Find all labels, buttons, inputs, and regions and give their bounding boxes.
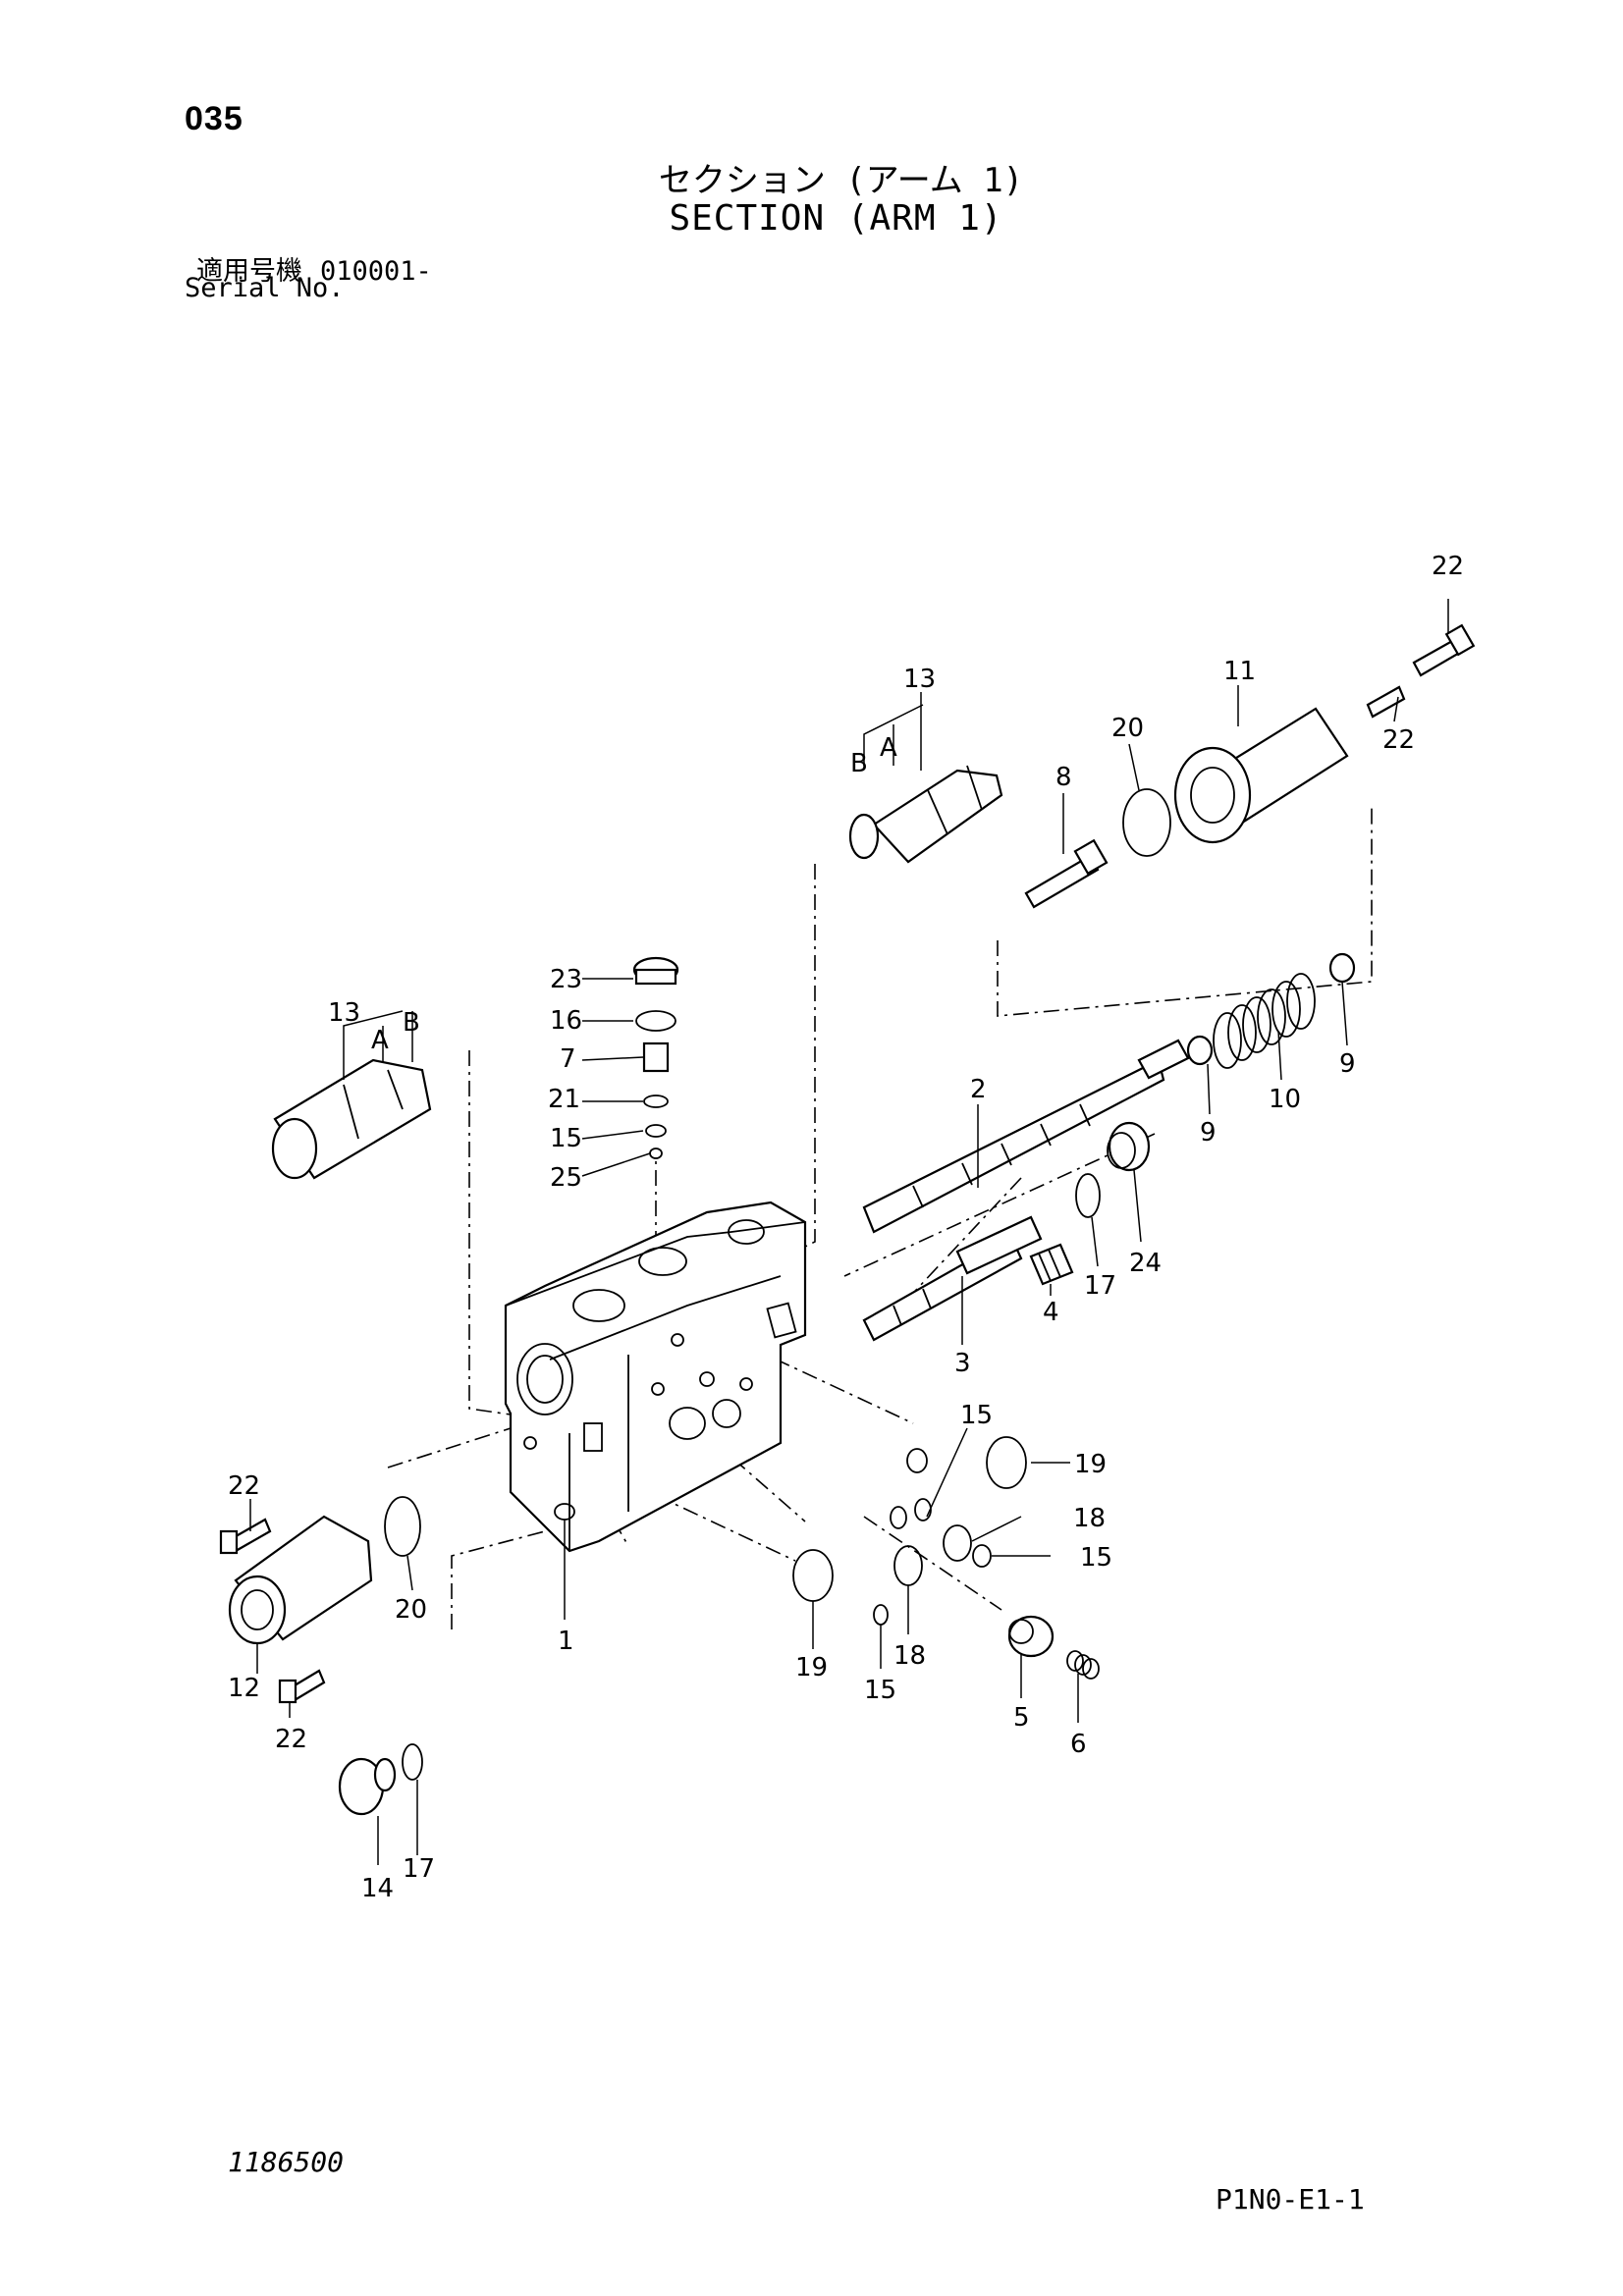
page-title-japanese: セクション (アーム 1) <box>658 161 1024 200</box>
drawing-number: 1186500 <box>228 2146 345 2178</box>
cap-part-12 <box>228 1515 373 1645</box>
poppet-part-5 <box>1007 1615 1055 1658</box>
serial-line-japanese: 適用号機 010001- <box>196 249 432 288</box>
callout-part-22-top: 22 <box>1432 552 1464 581</box>
callout-part-22-bottom: 22 <box>275 1725 307 1754</box>
plug-part-14 <box>338 1757 397 1816</box>
spring-seat-part-9 <box>1186 952 1356 1066</box>
callout-part-2: 2 <box>970 1075 987 1104</box>
spring-part-6 <box>1066 1650 1100 1680</box>
callout-part-15-bottom: 15 <box>864 1676 896 1705</box>
callout-part-12: 12 <box>228 1674 260 1703</box>
callout-part-18-bottom: 18 <box>893 1641 926 1671</box>
callout-part-17-lower: 17 <box>403 1854 435 1884</box>
callout-brackets <box>343 704 924 1080</box>
page-reference: P1N0-E1-1 <box>1216 2183 1365 2216</box>
callout-port-a-left: A <box>371 1026 389 1055</box>
callout-part-19-right: 19 <box>1074 1450 1107 1479</box>
page-title: SECTION (ARM 1) <box>669 198 1003 239</box>
leader-lines <box>249 599 1449 1865</box>
relief-valve-part-13-left <box>271 1058 432 1180</box>
spring-part-4 <box>1029 1243 1074 1286</box>
cap-part-11 <box>1173 707 1349 844</box>
callout-part-21: 21 <box>548 1085 580 1114</box>
callout-part-1: 1 <box>558 1627 574 1656</box>
callout-part-7: 7 <box>560 1044 576 1074</box>
callout-part-11: 11 <box>1223 657 1256 686</box>
callout-part-14: 14 <box>361 1874 394 1903</box>
serial-label-japanese: 適用号機 <box>196 256 302 287</box>
callout-part-9-left: 9 <box>1200 1118 1217 1148</box>
valve-body <box>504 1201 807 1553</box>
callout-part-15-top: 15 <box>550 1124 582 1153</box>
callout-part-22-upper-right: 22 <box>1382 725 1415 755</box>
o-ring-part-20-lower <box>384 1496 421 1557</box>
callout-part-20-upper: 20 <box>1111 714 1144 743</box>
bolt-part-22-upper <box>1366 623 1476 719</box>
bolt-part-22-lower <box>219 1518 326 1704</box>
callout-part-6: 6 <box>1070 1730 1087 1759</box>
callout-part-8: 8 <box>1055 763 1072 792</box>
callout-part-5: 5 <box>1013 1703 1030 1733</box>
main-spool <box>862 1039 1190 1234</box>
callout-port-b-upper: B <box>850 749 868 778</box>
pin-part-8 <box>1024 838 1109 909</box>
callout-part-10: 10 <box>1269 1085 1301 1114</box>
callout-part-9-right: 9 <box>1339 1049 1356 1079</box>
callout-part-25: 25 <box>550 1163 582 1193</box>
o-ring-part-20-upper <box>1122 788 1171 857</box>
callout-part-20-lower: 20 <box>395 1595 427 1625</box>
callout-part-15-right: 15 <box>1080 1543 1112 1573</box>
sub-spool <box>862 1215 1043 1342</box>
callout-part-16: 16 <box>550 1006 582 1036</box>
callout-labels: 1 2 3 4 5 6 7 8 9 9 10 11 12 13 A B 13 A… <box>228 552 1464 1903</box>
serial-value: 010001- <box>320 256 432 287</box>
callout-port-b-left: B <box>403 1008 420 1038</box>
callout-port-a-upper: A <box>880 733 897 763</box>
callout-part-13-upper: 13 <box>903 665 936 694</box>
page-code: 035 <box>185 100 243 137</box>
callout-part-4: 4 <box>1043 1298 1059 1327</box>
callout-part-18-right: 18 <box>1073 1504 1106 1533</box>
spring-part-10 <box>1213 973 1316 1069</box>
callout-part-19-bottom: 19 <box>795 1653 828 1682</box>
o-ring-part-17 <box>1075 1173 1101 1218</box>
callout-part-23: 23 <box>550 965 582 994</box>
callout-part-22-left: 22 <box>228 1471 260 1501</box>
relief-valve-part-13-upper <box>848 765 1003 864</box>
top-plug-stack <box>632 956 679 1159</box>
callout-part-17-right: 17 <box>1084 1271 1116 1301</box>
callout-part-15-cluster: 15 <box>960 1401 993 1430</box>
callout-part-3: 3 <box>954 1349 971 1378</box>
plug-part-24 <box>1107 1121 1151 1172</box>
callout-part-24: 24 <box>1129 1249 1162 1278</box>
serial-label: Serial No. <box>185 273 345 303</box>
o-ring-part-17-lower <box>402 1743 423 1781</box>
callout-part-13-left: 13 <box>328 998 360 1028</box>
